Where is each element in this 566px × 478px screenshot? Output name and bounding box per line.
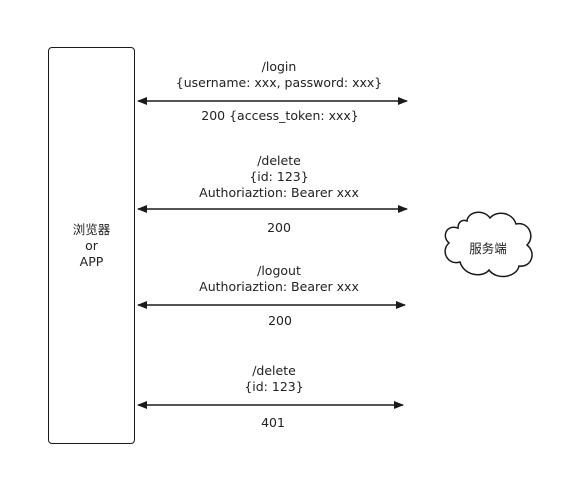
delete-request-label: /delete {id: 123} Authoriaztion: Bearer … — [199, 153, 359, 201]
client-label-line: or — [85, 238, 98, 253]
request-line: Authoriaztion: Bearer xxx — [199, 185, 359, 200]
login-request-label: /login {username: xxx, password: xxx} — [176, 59, 382, 91]
request-line: {username: xxx, password: xxx} — [175, 75, 383, 90]
logout-response-label: 200 — [268, 313, 292, 328]
client-label: 浏览器 or APP — [48, 222, 135, 270]
server-label: 服务端 — [469, 241, 507, 256]
delete-response-label: 200 — [267, 220, 291, 235]
request-line: {id: 123} — [244, 379, 304, 394]
delete-unauth-request-label: /delete {id: 123} — [244, 363, 303, 395]
request-line: /delete — [257, 153, 301, 168]
request-line: {id: 123} — [249, 169, 309, 184]
request-line: Authoriaztion: Bearer xxx — [199, 279, 359, 294]
client-box — [48, 47, 135, 444]
request-line: /delete — [252, 363, 296, 378]
login-response-label: 200 {access_token: xxx} — [201, 108, 359, 123]
cloud-icon — [444, 211, 533, 278]
client-label-line: APP — [79, 254, 104, 269]
request-line: /login — [261, 59, 297, 74]
logout-request-label: /logout Authoriaztion: Bearer xxx — [199, 263, 359, 295]
request-line: /logout — [257, 263, 301, 278]
delete-unauth-response-label: 401 — [261, 415, 285, 430]
client-label-line: 浏览器 — [72, 222, 111, 237]
